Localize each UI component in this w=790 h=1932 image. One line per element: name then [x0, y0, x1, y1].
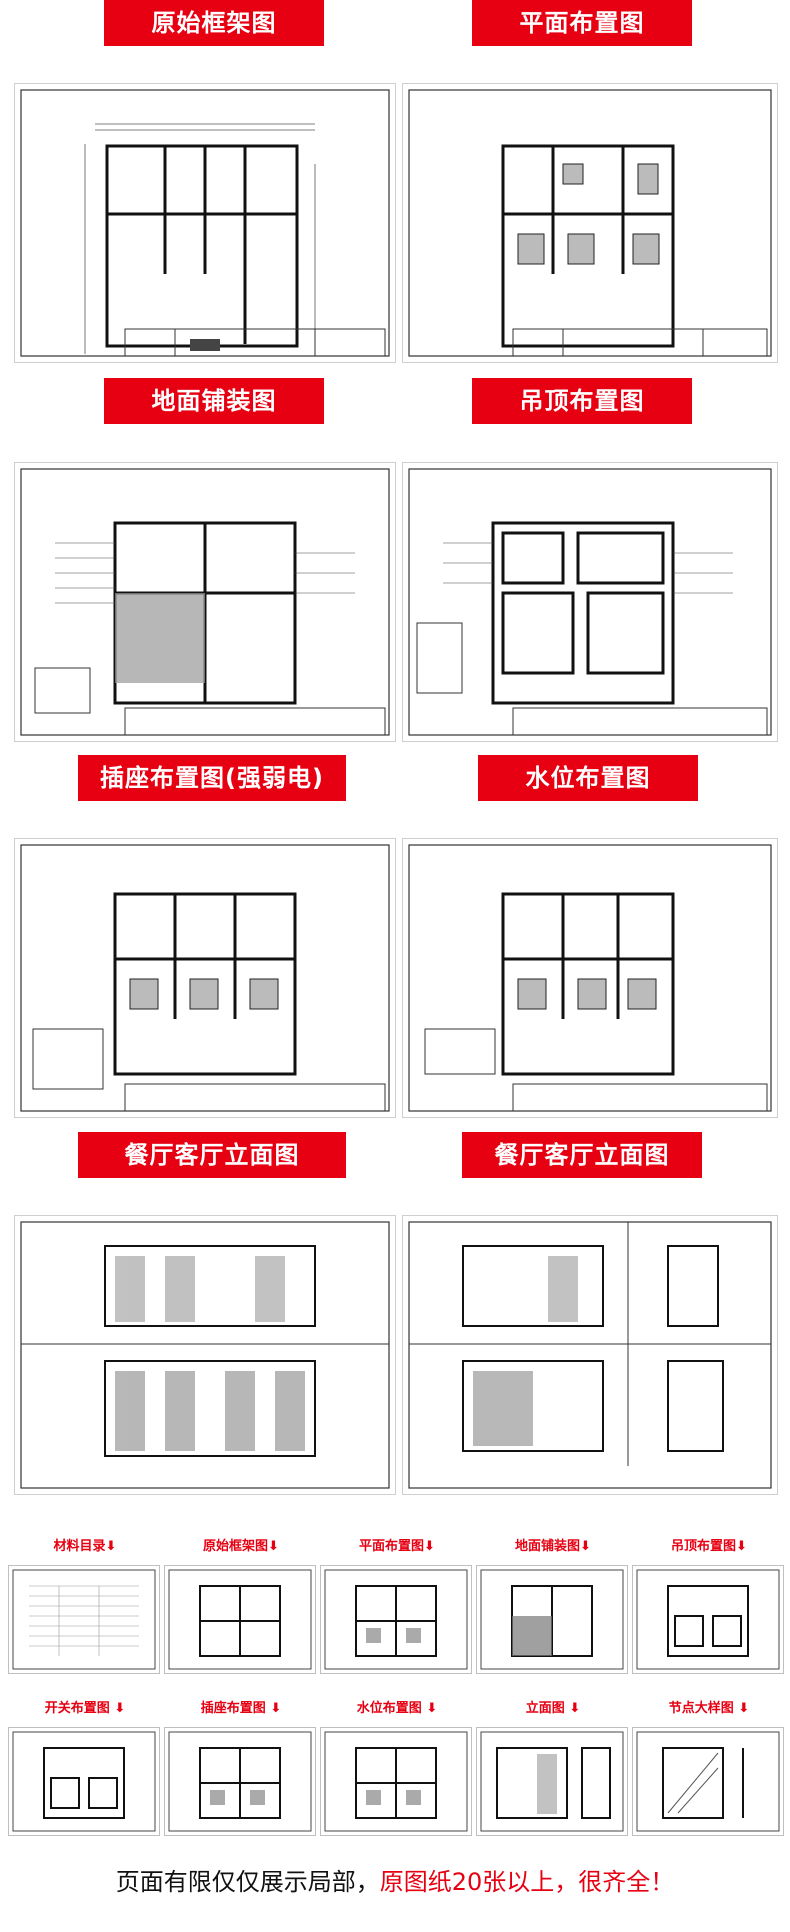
thumb-label-water-layout: 水位布置图 ⬇ — [356, 1701, 438, 1716]
drawing-floor-layout — [402, 83, 778, 363]
down-arrow-icon: ⬇ — [426, 1701, 438, 1716]
thumb-label-switch-layout: 开关布置图 ⬇ — [44, 1701, 126, 1716]
thumb-label-floor-tiling: 地面铺装图⬇ — [515, 1539, 591, 1554]
section-title-floor-tiling: 地面铺装图 — [104, 378, 324, 424]
floorplan-drawing — [408, 89, 772, 357]
thumb-label-socket-layout: 插座布置图 ⬇ — [200, 1701, 282, 1716]
floorplan-drawing — [324, 1731, 468, 1832]
thumb-materials — [8, 1565, 160, 1674]
thumb-node-detail — [632, 1727, 784, 1836]
section-title-elevation-right: 餐厅客厅立面图 — [462, 1132, 702, 1178]
floorplan-drawing — [20, 468, 390, 736]
section-title-ceiling-layout: 吊顶布置图 — [472, 378, 692, 424]
table-drawing — [12, 1569, 156, 1670]
floorplan-drawing — [324, 1569, 468, 1670]
down-arrow-icon: ⬇ — [105, 1539, 117, 1554]
thumb-water-layout — [320, 1727, 472, 1836]
thumb-label-materials: 材料目录⬇ — [53, 1539, 117, 1554]
floorplan-drawing — [168, 1731, 312, 1832]
drawing-floor-tiling — [14, 462, 396, 742]
floorplan-drawing — [12, 1731, 156, 1832]
drawing-socket-layout — [14, 838, 396, 1118]
down-arrow-icon: ⬇ — [736, 1539, 747, 1554]
down-arrow-icon: ⬇ — [268, 1539, 279, 1554]
section-title-socket-layout: 插座布置图(强弱电) — [78, 755, 346, 801]
thumb-ceiling-layout — [632, 1565, 784, 1674]
drawing-elevation-right — [402, 1215, 778, 1495]
thumb-floor-layout — [320, 1565, 472, 1674]
detail-drawing — [636, 1731, 780, 1832]
elevation-drawing — [408, 1221, 772, 1489]
footer-note: 页面有限仅仅展示局部，原图纸20张以上，很齐全！ — [0, 1862, 790, 1897]
down-arrow-icon: ⬇ — [114, 1701, 126, 1716]
down-arrow-icon: ⬇ — [580, 1539, 591, 1554]
footer-text-plain: 页面有限仅仅展示局部， — [115, 1868, 380, 1896]
section-title-elevation-left: 餐厅客厅立面图 — [78, 1132, 346, 1178]
drawing-elevation-left — [14, 1215, 396, 1495]
floorplan-drawing — [408, 468, 772, 736]
floorplan-drawing — [636, 1569, 780, 1670]
section-title-water-layout: 水位布置图 — [478, 755, 698, 801]
elevation-drawing — [20, 1221, 390, 1489]
thumb-label-node-detail: 节点大样图 ⬇ — [668, 1701, 750, 1716]
thumb-label-floor-layout: 平面布置图⬇ — [359, 1539, 435, 1554]
thumb-label-elevation: 立面图 ⬇ — [525, 1701, 581, 1716]
elevation-drawing — [480, 1731, 624, 1832]
thumb-label-original-frame: 原始框架图⬇ — [203, 1539, 279, 1554]
thumb-floor-tiling — [476, 1565, 628, 1674]
down-arrow-icon: ⬇ — [424, 1539, 435, 1554]
drawing-water-layout — [402, 838, 778, 1118]
down-arrow-icon: ⬇ — [569, 1701, 581, 1716]
section-title-floor-layout: 平面布置图 — [472, 0, 692, 46]
floorplan-drawing — [168, 1569, 312, 1670]
thumb-elevation — [476, 1727, 628, 1836]
thumb-socket-layout — [164, 1727, 316, 1836]
thumb-label-ceiling-layout: 吊顶布置图⬇ — [671, 1539, 747, 1554]
floorplan-drawing — [20, 844, 390, 1112]
footer-text-highlight: 原图纸20张以上，很齐全！ — [379, 1868, 675, 1896]
floorplan-drawing — [20, 89, 390, 357]
drawing-original-frame — [14, 83, 396, 363]
floorplan-drawing — [408, 844, 772, 1112]
drawing-ceiling-layout — [402, 462, 778, 742]
section-title-original-frame: 原始框架图 — [104, 0, 324, 46]
down-arrow-icon: ⬇ — [270, 1701, 282, 1716]
thumb-original-frame — [164, 1565, 316, 1674]
down-arrow-icon: ⬇ — [738, 1701, 750, 1716]
thumb-switch-layout — [8, 1727, 160, 1836]
floorplan-drawing — [480, 1569, 624, 1670]
